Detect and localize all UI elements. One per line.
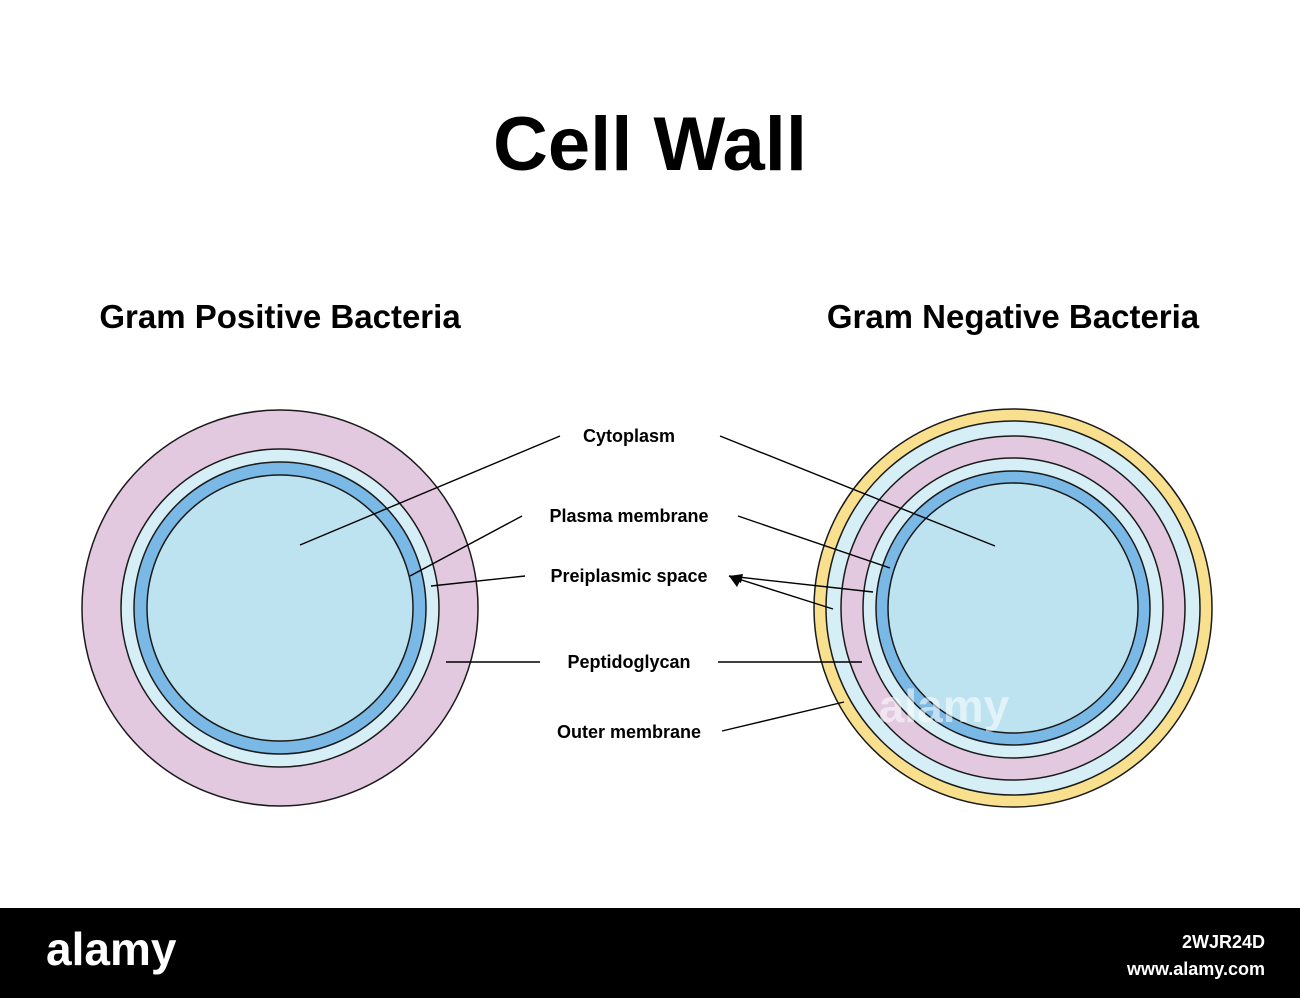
periplasmic-leader-right-outer <box>728 575 834 610</box>
label-periplasmic-space: Preiplasmic space <box>550 566 707 586</box>
footer-brand-logo: alamy <box>46 923 177 975</box>
cytoplasm-leader-left <box>299 435 561 546</box>
gram-negative-heading: Gram Negative Bacteria <box>827 298 1200 335</box>
watermark-center-text: alamy <box>879 680 1010 732</box>
gram-positive-heading: Gram Positive Bacteria <box>99 298 461 335</box>
plasma-membrane-leader-left <box>409 515 523 577</box>
diagram-title: Cell Wall <box>493 102 807 187</box>
plasma-membrane-leader-right <box>737 515 891 569</box>
label-plasma-membrane: Plasma membrane <box>549 506 708 526</box>
periplasmic-leader-left <box>430 575 526 587</box>
periplasmic-arrowheads <box>729 574 743 587</box>
label-peptidoglycan: Peptidoglycan <box>567 652 690 672</box>
outer-membrane-leader <box>721 701 845 732</box>
footer-url: www.alamy.com <box>1126 959 1265 979</box>
label-cytoplasm: Cytoplasm <box>583 426 675 446</box>
cytoplasm-leader-right <box>719 435 996 547</box>
leader-lines <box>299 435 996 732</box>
periplasmic-leader-right-inner <box>728 575 874 593</box>
gn-cytoplasm <box>887 482 1139 734</box>
label-outer-membrane: Outer membrane <box>557 722 701 742</box>
watermark-footer-bar <box>0 908 1300 998</box>
gram-negative-cell <box>813 408 1213 808</box>
footer-image-id: 2WJR24D <box>1182 932 1265 952</box>
gp-cytoplasm <box>146 474 414 742</box>
gram-positive-cell <box>81 409 479 807</box>
arrowhead-outer <box>729 576 741 587</box>
